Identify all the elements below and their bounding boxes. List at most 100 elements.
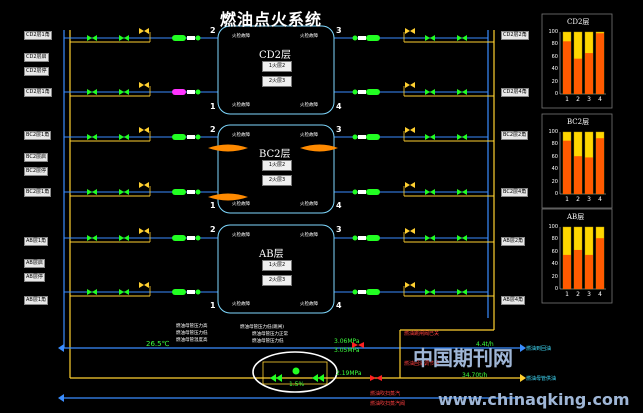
layer-box-cd2[interactable] <box>217 25 335 115</box>
igniter-icon[interactable] <box>172 289 186 295</box>
right-label[interactable]: CD2层4角 <box>501 88 529 97</box>
left-label[interactable]: BC2层1角 <box>24 131 52 140</box>
igniter-icon[interactable] <box>366 134 380 140</box>
valve-icon[interactable] <box>139 127 144 133</box>
oil-gun-icon[interactable] <box>352 289 358 295</box>
valve-icon[interactable] <box>425 89 430 95</box>
trip-valve-icon[interactable] <box>370 375 376 381</box>
right-label[interactable]: AB层2角 <box>501 237 526 246</box>
oil-gun-icon[interactable] <box>352 189 358 195</box>
valve-icon[interactable] <box>457 235 462 241</box>
valve-icon[interactable] <box>457 134 462 140</box>
left-label[interactable]: CD2层1角 <box>24 88 52 97</box>
right-label[interactable]: CD2层2角 <box>501 31 529 40</box>
trip-valve-icon[interactable] <box>352 342 358 348</box>
left-label[interactable]: CD2层停 <box>24 67 49 76</box>
valve-icon[interactable] <box>119 235 124 241</box>
oil-gun-icon[interactable] <box>195 235 201 241</box>
valve-icon[interactable] <box>270 374 276 382</box>
fire-fault-label: 火检故障 <box>232 133 250 138</box>
oil-gun-icon[interactable] <box>352 134 358 140</box>
layer-box-bc2[interactable] <box>217 124 335 214</box>
layer-button-2[interactable]: 2火层3 <box>262 175 292 186</box>
valve-icon[interactable] <box>87 89 92 95</box>
valve-icon[interactable] <box>425 235 430 241</box>
igniter-icon[interactable] <box>366 289 380 295</box>
info-mid-2: 燃油母管压力正常 <box>252 332 288 337</box>
right-label[interactable]: BC2层2角 <box>501 131 529 140</box>
valve-icon[interactable] <box>425 35 430 41</box>
valve-icon[interactable] <box>405 282 410 288</box>
layer-button-1[interactable]: 1火层2 <box>262 160 292 171</box>
right-label[interactable]: AB层4角 <box>501 296 526 305</box>
oil-gun-icon[interactable] <box>195 289 201 295</box>
oil-gun-icon[interactable] <box>195 35 201 41</box>
left-label[interactable]: AB层启 <box>24 259 45 268</box>
igniter-icon[interactable] <box>172 189 186 195</box>
layer-button-1[interactable]: 1火层2 <box>262 61 292 72</box>
valve-icon[interactable] <box>457 189 462 195</box>
left-label[interactable]: BC2层停 <box>24 167 49 176</box>
valve-icon[interactable] <box>457 89 462 95</box>
corner-number: 1 <box>210 201 216 210</box>
valve-icon[interactable] <box>87 134 92 140</box>
igniter-icon[interactable] <box>366 35 380 41</box>
igniter-icon[interactable] <box>366 189 380 195</box>
valve-icon[interactable] <box>405 28 410 34</box>
left-label[interactable]: BC2层启 <box>24 153 49 162</box>
igniter-icon[interactable] <box>172 35 186 41</box>
gun-icon <box>187 36 195 40</box>
valve-icon[interactable] <box>312 374 318 382</box>
layer-button-2[interactable]: 2火层3 <box>262 275 292 286</box>
valve-icon[interactable] <box>119 35 124 41</box>
valve-icon[interactable] <box>139 182 144 188</box>
igniter-icon[interactable] <box>172 134 186 140</box>
valve-icon[interactable] <box>425 189 430 195</box>
oil-gun-icon[interactable] <box>195 189 201 195</box>
igniter-icon[interactable] <box>172 89 186 95</box>
burner-row <box>64 28 494 43</box>
valve-icon[interactable] <box>139 28 144 34</box>
left-label[interactable]: AB层1角 <box>24 296 49 305</box>
oil-gun-icon[interactable] <box>195 89 201 95</box>
layer-button-2[interactable]: 2火层3 <box>262 76 292 87</box>
oil-gun-icon[interactable] <box>352 35 358 41</box>
valve-icon[interactable] <box>119 89 124 95</box>
valve-icon[interactable] <box>457 289 462 295</box>
valve-icon[interactable] <box>139 82 144 88</box>
igniter-icon[interactable] <box>366 89 380 95</box>
valve-icon[interactable] <box>119 134 124 140</box>
valve-icon[interactable] <box>405 82 410 88</box>
igniter-icon[interactable] <box>366 235 380 241</box>
layer-button-1[interactable]: 1火层2 <box>262 260 292 271</box>
gun-icon <box>187 135 195 139</box>
right-label[interactable]: BC2层4角 <box>501 188 529 197</box>
valve-icon[interactable] <box>425 289 430 295</box>
valve-icon[interactable] <box>405 127 410 133</box>
valve-icon[interactable] <box>405 182 410 188</box>
valve-icon[interactable] <box>119 189 124 195</box>
valve-icon[interactable] <box>119 289 124 295</box>
valve-icon[interactable] <box>139 228 144 234</box>
valve-icon[interactable] <box>425 134 430 140</box>
left-label[interactable]: BC2层1角 <box>24 188 52 197</box>
valve-icon[interactable] <box>87 35 92 41</box>
oil-gun-icon[interactable] <box>352 89 358 95</box>
left-label[interactable]: AB层1角 <box>24 237 49 246</box>
valve-icon[interactable] <box>87 235 92 241</box>
valve-icon[interactable] <box>457 35 462 41</box>
left-label[interactable]: CD2层启 <box>24 53 49 62</box>
valve-icon[interactable] <box>87 289 92 295</box>
valve-icon[interactable] <box>87 189 92 195</box>
corner-number: 3 <box>336 26 342 35</box>
control-valve-icon[interactable] <box>292 367 300 375</box>
valve-icon[interactable] <box>405 228 410 234</box>
bar <box>563 254 571 289</box>
left-label[interactable]: AB层停 <box>24 273 45 282</box>
oil-gun-icon[interactable] <box>195 134 201 140</box>
valve-icon[interactable] <box>139 282 144 288</box>
left-label[interactable]: CD2层1角 <box>24 31 52 40</box>
layer-box-ab[interactable] <box>217 224 335 314</box>
igniter-icon[interactable] <box>172 235 186 241</box>
oil-gun-icon[interactable] <box>352 235 358 241</box>
